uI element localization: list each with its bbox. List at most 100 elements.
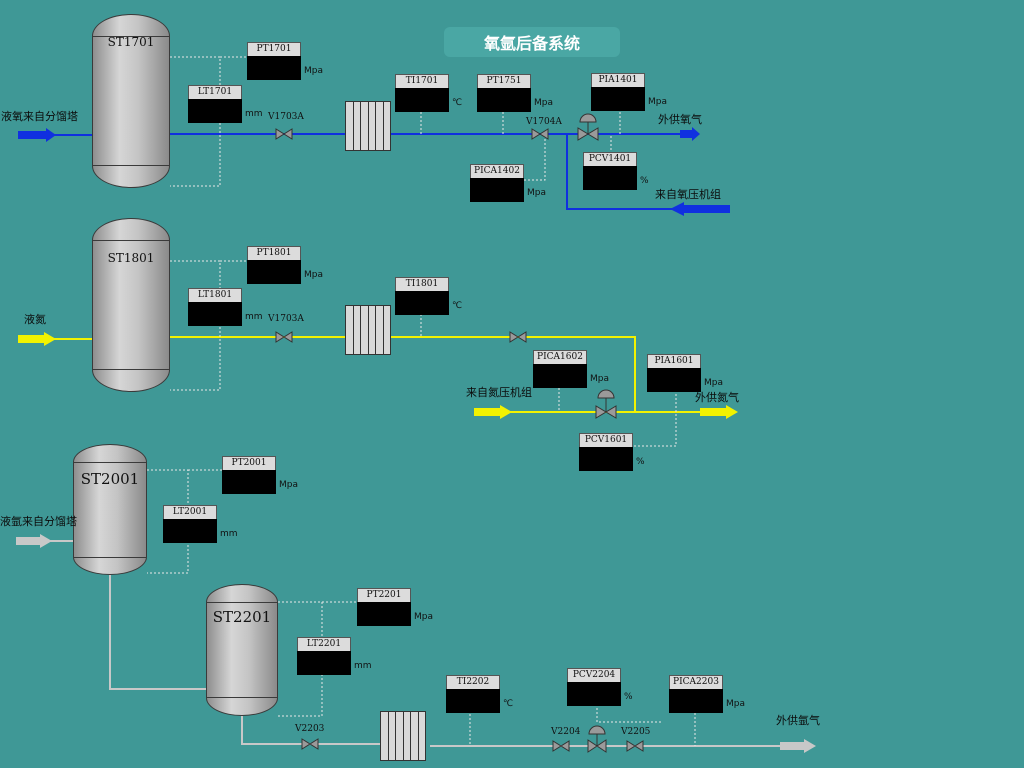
liquid-argon-inlet-label: 液氩来自分馏塔: [0, 515, 77, 528]
nitrogen-outlet-arrow: [700, 405, 738, 419]
instrument-tag: PICA1402: [470, 164, 524, 178]
instrument-tag: TI2202: [446, 675, 500, 689]
instrument-unit: ℃: [503, 699, 514, 709]
valve-v2205[interactable]: [626, 740, 644, 752]
instrument-pica1602[interactable]: PICA1602 Mpa: [533, 350, 609, 388]
instrument-pia1601[interactable]: PIA1601 Mpa: [647, 354, 723, 392]
argon-outlet-arrow: [780, 739, 816, 753]
control-valve-pcv2204[interactable]: [587, 725, 607, 753]
tank-label: ST1801: [107, 251, 155, 265]
instrument-unit: ℃: [452, 301, 463, 311]
oxygen-compressor-label: 来自氧压机组: [655, 188, 721, 201]
valve-v1704a[interactable]: [531, 128, 549, 140]
valve-v1703a-mid[interactable]: [275, 331, 293, 343]
oxygen-compressor-arrow: [670, 202, 730, 216]
oxygen-outlet-arrow: [680, 127, 700, 141]
instrument-display: [163, 519, 217, 543]
instrument-display: [533, 364, 587, 388]
instrument-pt1751[interactable]: PT1751 Mpa: [477, 74, 553, 112]
instrument-display: [583, 166, 637, 190]
instrument-pt2001[interactable]: PT2001 Mpa: [222, 456, 298, 494]
liquid-oxygen-inlet-label: 液氧来自分馏塔: [1, 110, 78, 123]
instrument-tag: PT2001: [222, 456, 276, 470]
instrument-unit: Mpa: [590, 374, 609, 384]
tank-st1801[interactable]: ST1801: [92, 218, 170, 392]
instrument-lt1801[interactable]: LT1801 mm: [188, 288, 263, 326]
heat-exchanger-oxygen[interactable]: [345, 101, 391, 151]
instrument-display: [567, 682, 621, 706]
valve-label: V2203: [295, 724, 325, 734]
instrument-pt1701[interactable]: PT1701 Mpa: [247, 42, 323, 80]
instrument-tag: TI1801: [395, 277, 449, 291]
instrument-unit: Mpa: [726, 699, 745, 709]
tank-label: ST2001: [80, 470, 140, 488]
instrument-display: [247, 260, 301, 284]
instrument-unit: %: [636, 457, 645, 467]
valve-nitrogen-line[interactable]: [509, 331, 527, 343]
nitrogen-compressor-arrow: [474, 405, 512, 419]
valve-v2204[interactable]: [552, 740, 570, 752]
oxygen-inlet-arrow: [18, 128, 56, 142]
instrument-tag: TI1701: [395, 74, 449, 88]
instrument-unit: Mpa: [534, 98, 553, 108]
instrument-ti2202[interactable]: TI2202 ℃: [446, 675, 513, 713]
instrument-display: [470, 178, 524, 202]
valve-label: V1703A: [268, 314, 304, 324]
argon-inlet-arrow: [16, 534, 52, 548]
instrument-tag: PICA2203: [669, 675, 723, 689]
instrument-tag: PCV1401: [583, 152, 637, 166]
valve-v1703a-top[interactable]: [275, 128, 293, 140]
instrument-display: [591, 87, 645, 111]
instrument-pica2203[interactable]: PICA2203 Mpa: [669, 675, 745, 713]
instrument-unit: mm: [245, 312, 263, 322]
instrument-lt1701[interactable]: LT1701 mm: [188, 85, 263, 123]
control-valve-pcv1601[interactable]: [595, 389, 617, 419]
instrument-display: [297, 651, 351, 675]
tank-st2201[interactable]: ST2201: [206, 584, 278, 716]
instrument-display: [395, 88, 449, 112]
instrument-unit: %: [624, 692, 633, 702]
instrument-pt1801[interactable]: PT1801 Mpa: [247, 246, 323, 284]
instrument-pcv1401[interactable]: PCV1401 %: [583, 152, 649, 190]
instrument-display: [446, 689, 500, 713]
instrument-display: [579, 447, 633, 471]
instrument-display: [357, 602, 411, 626]
instrument-lt2001[interactable]: LT2001 mm: [163, 505, 238, 543]
instrument-tag: LT2001: [163, 505, 217, 519]
instrument-tag: PIA1601: [647, 354, 701, 368]
instrument-tag: PIA1401: [591, 73, 645, 87]
instrument-ti1801[interactable]: TI1801 ℃: [395, 277, 462, 315]
nitrogen-outlet-label: 外供氮气: [695, 391, 739, 404]
instrument-tag: PCV1601: [579, 433, 633, 447]
instrument-pcv2204[interactable]: PCV2204 %: [567, 668, 633, 706]
valve-label: V1704A: [526, 117, 562, 127]
instrument-unit: Mpa: [704, 378, 723, 388]
valve-label: V1703A: [268, 112, 304, 122]
heat-exchanger-nitrogen[interactable]: [345, 305, 391, 355]
instrument-unit: mm: [354, 661, 372, 671]
instrument-pcv1601[interactable]: PCV1601 %: [579, 433, 645, 471]
valve-v2203[interactable]: [301, 738, 319, 750]
control-valve-pcv1401[interactable]: [577, 113, 599, 141]
instrument-display: [647, 368, 701, 392]
tank-st1701[interactable]: ST1701: [92, 14, 170, 188]
heat-exchanger-argon[interactable]: [380, 711, 426, 761]
instrument-ti1701[interactable]: TI1701 ℃: [395, 74, 462, 112]
argon-outlet-label: 外供氩气: [776, 714, 820, 727]
instrument-pia1401[interactable]: PIA1401 Mpa: [591, 73, 667, 111]
instrument-tag: PT2201: [357, 588, 411, 602]
instrument-pt2201[interactable]: PT2201 Mpa: [357, 588, 433, 626]
instrument-tag: LT2201: [297, 637, 351, 651]
instrument-display: [477, 88, 531, 112]
tank-st2001[interactable]: ST2001: [73, 444, 147, 575]
page-title: 氧氩后备系统: [444, 27, 620, 57]
valve-label: V2204: [551, 727, 581, 737]
oxygen-outlet-label: 外供氧气: [658, 113, 702, 126]
valve-label: V2205: [621, 727, 651, 737]
instrument-lt2201[interactable]: LT2201 mm: [297, 637, 372, 675]
liquid-nitrogen-inlet-label: 液氮: [24, 313, 46, 326]
tank-label: ST1701: [107, 35, 155, 49]
instrument-pica1402[interactable]: PICA1402 Mpa: [470, 164, 546, 202]
tank-label: ST2201: [212, 608, 272, 626]
